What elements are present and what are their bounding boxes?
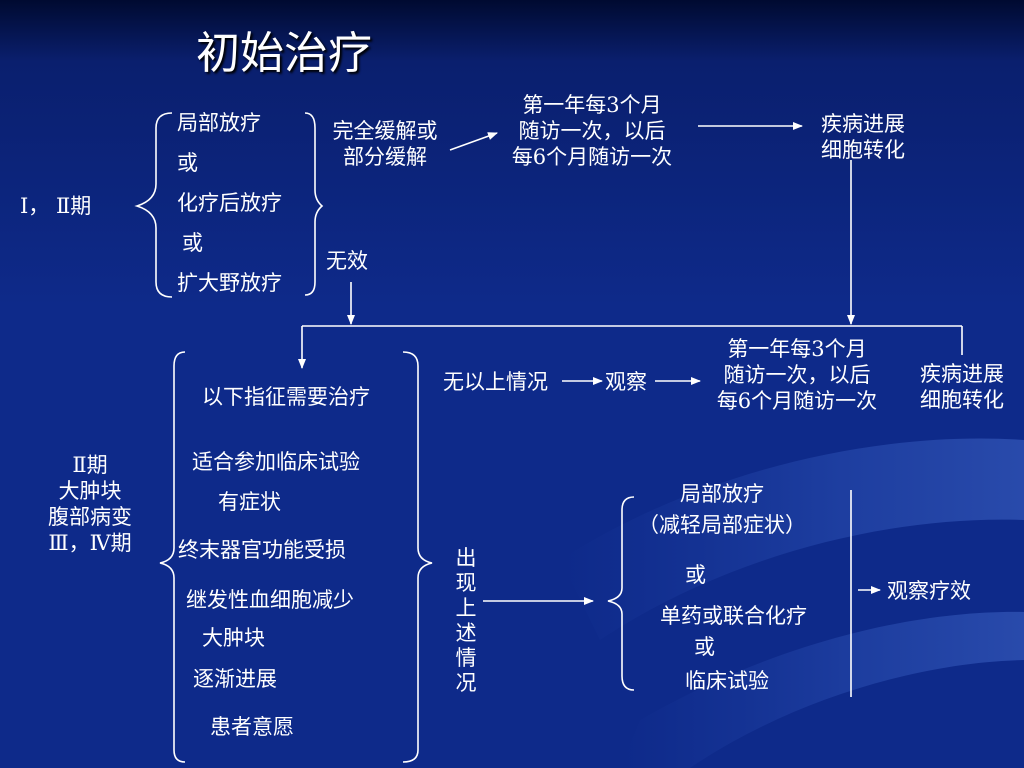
- followup-top: 第一年每3个月 随访一次，以后 每6个月随访一次: [511, 93, 673, 169]
- remission-label: 完全缓解或 部分缓解: [332, 119, 438, 169]
- treatment-chemotherapy: 单药或联合化疗: [660, 604, 807, 628]
- followup-mid: 第一年每3个月 随访一次，以后 每6个月随访一次: [716, 337, 878, 413]
- page-title: 初始治疗: [196, 28, 372, 79]
- indication-organ-damage: 终末器官功能受损: [178, 538, 346, 562]
- treatment-or: 或: [685, 563, 706, 587]
- arrow-remission-to-followup: [449, 132, 498, 151]
- stage-1-2-label: Ⅰ， Ⅱ期: [20, 194, 92, 218]
- brace-stage12: [134, 112, 173, 298]
- brace-initial-right: [304, 112, 324, 296]
- occurs-label: 出现上述情况: [455, 546, 477, 695]
- option-or: 或: [182, 231, 203, 255]
- observe-label: 观察: [605, 370, 647, 394]
- indication-cytopenia: 继发性血细胞减少: [186, 588, 354, 612]
- treatment-clinical-trial: 临床试验: [685, 669, 769, 693]
- treatment-local-radiotherapy: 局部放疗: [680, 482, 764, 506]
- treatment-or: 或: [694, 635, 715, 659]
- progress-top: 疾病进展 细胞转化: [821, 112, 905, 162]
- advanced-stage-label: Ⅱ期 大肿块 腹部病变 Ⅲ，Ⅳ期: [48, 453, 132, 555]
- brace-indications-left: [159, 351, 186, 763]
- option-extended-field-radiotherapy: 扩大野放疗: [177, 271, 282, 295]
- indication-bulky-mass: 大肿块: [202, 626, 265, 650]
- indication-header: 以下指征需要治疗: [202, 385, 370, 409]
- indication-progressive: 逐渐进展: [193, 667, 277, 691]
- treatment-relieve-symptoms: （减轻局部症状）: [638, 513, 806, 537]
- option-chemo-then-radiotherapy: 化疗后放疗: [177, 191, 282, 215]
- indication-patient-wish: 患者意愿: [210, 715, 294, 739]
- brace-indications-right: [402, 351, 433, 763]
- option-or: 或: [177, 151, 198, 175]
- none-of-above-label: 无以上情况: [443, 370, 548, 394]
- indication-clinical-trial: 适合参加临床试验: [192, 450, 360, 474]
- brace-treatment: [607, 496, 635, 691]
- option-local-radiotherapy: 局部放疗: [177, 111, 261, 135]
- progress-mid: 疾病进展 细胞转化: [920, 362, 1004, 412]
- indication-symptomatic: 有症状: [218, 490, 281, 514]
- ineffective-label: 无效: [326, 249, 368, 273]
- observe-effect-label: 观察疗效: [887, 579, 971, 603]
